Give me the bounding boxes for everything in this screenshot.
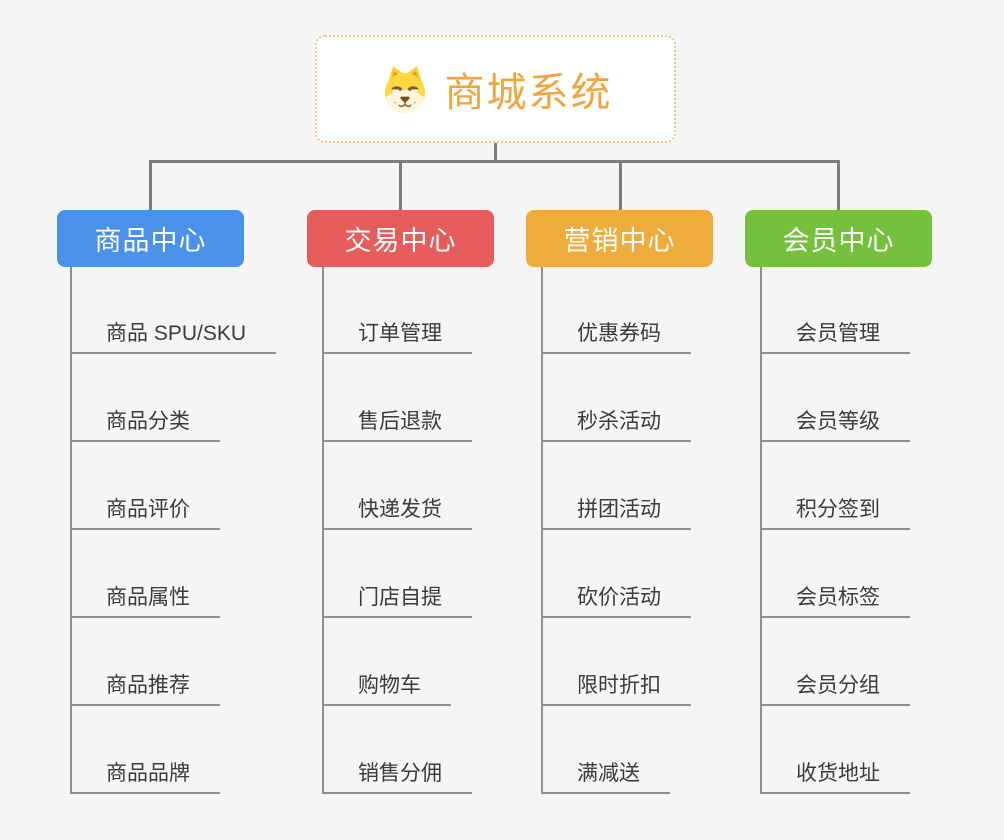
topic-item[interactable]: 售后退款 [324,402,472,442]
topic-item[interactable]: 商品品牌 [72,754,220,794]
topic-item[interactable]: 商品属性 [72,578,220,618]
topic-item[interactable]: 收货地址 [762,754,910,794]
topic-item[interactable]: 限时折扣 [543,666,691,706]
topic-item[interactable]: 快递发货 [324,490,472,530]
branch-connector-drop [398,160,402,210]
topic-item[interactable]: 会员等级 [762,402,910,442]
topic-item[interactable]: 秒杀活动 [543,402,691,442]
topic-item[interactable]: 商品推荐 [72,666,220,706]
topic-item[interactable]: 商品分类 [72,402,220,442]
dog-face-icon [384,66,425,113]
topic-item[interactable]: 会员分组 [762,666,910,706]
topic-item[interactable]: 砍价活动 [543,578,691,618]
branch-label: 交易中心 [344,226,457,256]
branch-connector-drop [836,160,840,210]
branch-label: 营销中心 [563,226,676,256]
topic-item[interactable]: 商品 SPU/SKU [72,314,277,354]
topic-item[interactable]: 会员标签 [762,578,910,618]
topic-item[interactable]: 购物车 [324,666,451,706]
branch-label: 商品中心 [94,226,207,256]
topic-item[interactable]: 门店自提 [324,578,472,618]
topic-item[interactable]: 积分签到 [762,490,910,530]
branch-node[interactable]: 商品中心 [57,210,244,267]
topic-item[interactable]: 销售分佣 [324,754,472,794]
branch-node[interactable]: 营销中心 [526,210,713,267]
topic-item[interactable]: 商品评价 [72,490,220,530]
branch-connector-drop [148,160,152,210]
branch-node[interactable]: 会员中心 [745,210,932,267]
root-connector-drop [494,143,497,162]
topic-item[interactable]: 订单管理 [324,314,472,354]
branch-connector-drop [618,160,622,210]
branch-column: 会员管理会员等级积分签到会员标签会员分组收货地址 [760,267,910,794]
topic-item[interactable]: 满减送 [543,754,670,794]
branch-column: 订单管理售后退款快递发货门店自提购物车销售分佣 [322,267,472,794]
connector-rail [149,160,840,163]
topic-item[interactable]: 优惠券码 [543,314,691,354]
branch-node[interactable]: 交易中心 [307,210,494,267]
root-title: 商城系统 [444,71,613,115]
topic-item[interactable]: 会员管理 [762,314,910,354]
topic-item[interactable]: 拼团活动 [543,490,691,530]
branch-column: 商品 SPU/SKU 商品分类商品评价商品属性商品推荐商品品牌 [70,267,277,794]
root-node-mall-system[interactable]: 商城系统 [315,35,676,143]
branch-label: 会员中心 [782,226,895,256]
branch-column: 优惠券码秒杀活动拼团活动砍价活动限时折扣满减送 [541,267,691,794]
